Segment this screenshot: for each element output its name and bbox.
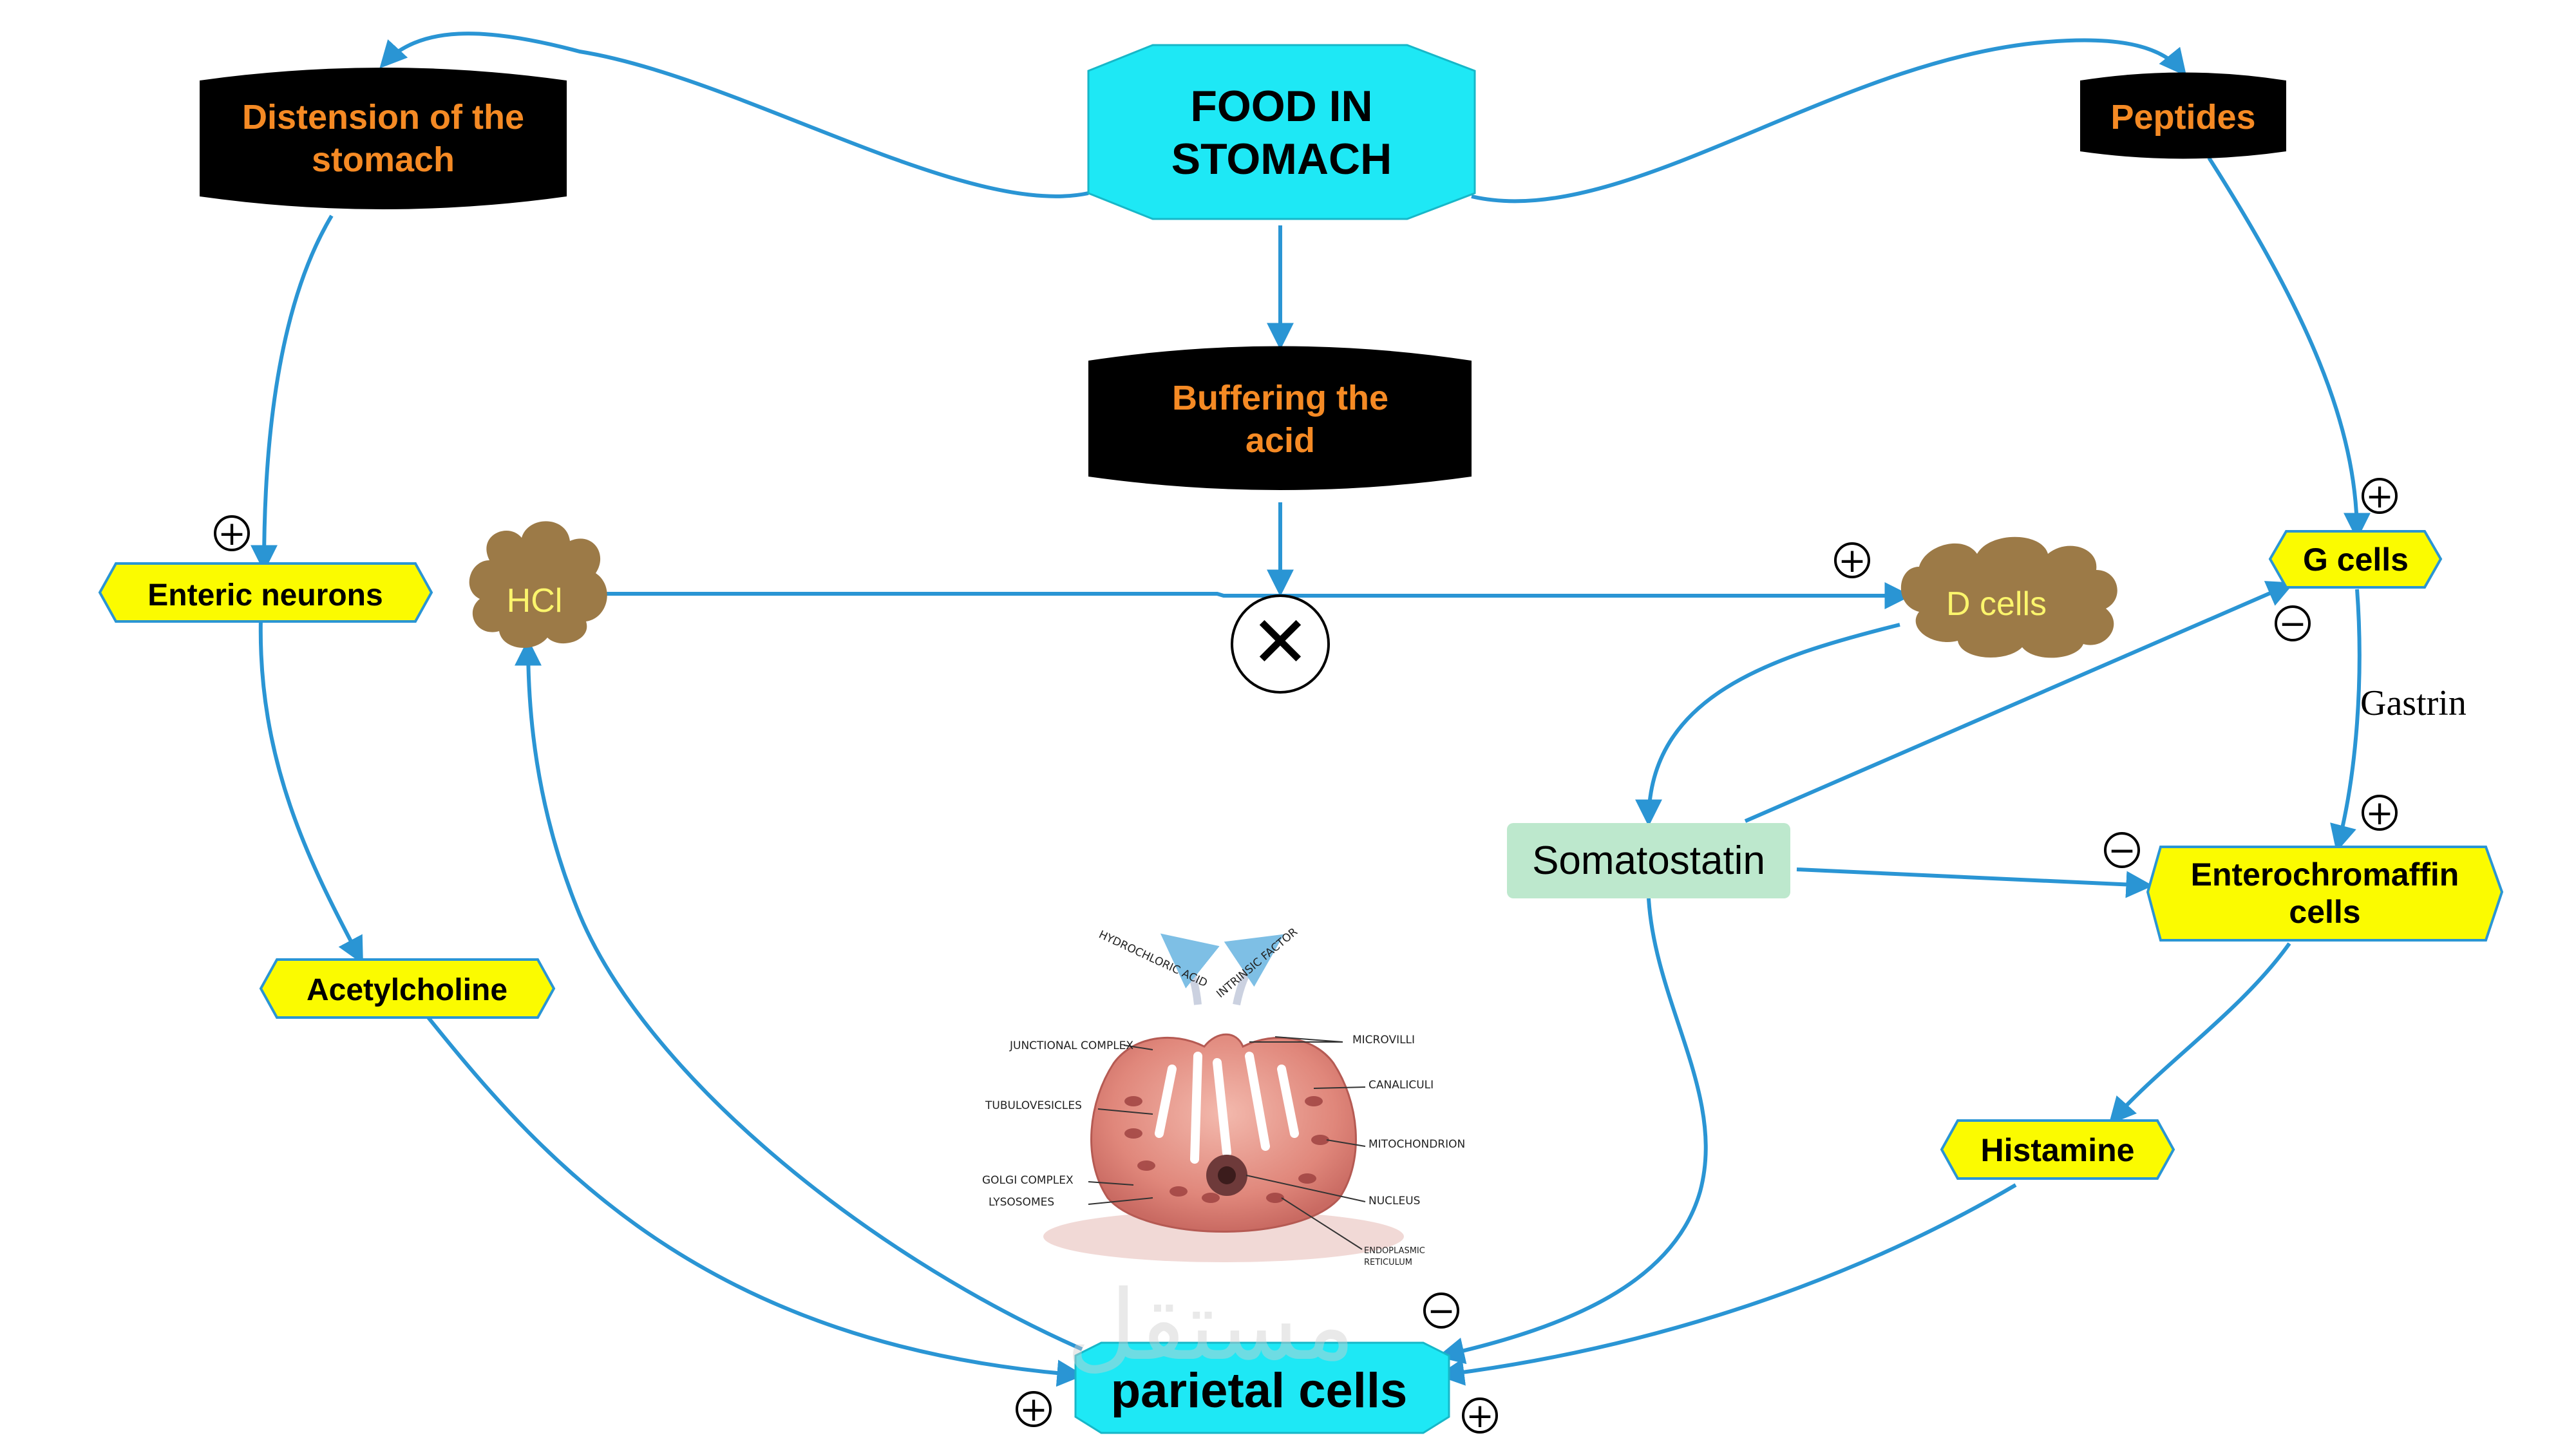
g-cells-node: G cells <box>2268 530 2443 589</box>
endoplasmic-reticulum-label-line2: RETICULUM <box>1364 1258 1412 1267</box>
canaliculi-label: CANALICULI <box>1368 1079 1434 1092</box>
d-cells-node: D cells <box>1900 536 2117 658</box>
arrow-acetylcholine-to-parietal <box>426 1016 1084 1387</box>
sign-plus-dcells: + <box>1834 542 1870 580</box>
plus-icon: + <box>1019 1390 1048 1429</box>
arrow-gcells-to-enterochromaffin <box>2330 589 2362 853</box>
sign-plus-parietal-right: + <box>1462 1397 1498 1435</box>
distension-label-line2: stomach <box>312 140 455 179</box>
histamine-node: Histamine <box>1940 1119 2175 1180</box>
endoplasmic-reticulum-label-line1: ENDOPLASMIC <box>1364 1246 1425 1256</box>
arrow-parietal-to-hcl <box>515 638 1083 1351</box>
sign-minus-gcells: − <box>2275 605 2311 643</box>
somatostatin-label: Somatostatin <box>1532 838 1765 883</box>
distension-node: Distension of the stomach <box>200 68 567 209</box>
arrow-histamine-to-parietal <box>1437 1183 2017 1386</box>
peptides-node: Peptides <box>2080 72 2286 159</box>
plus-icon: + <box>1466 1397 1494 1435</box>
histamine-label: Histamine <box>1981 1132 2135 1168</box>
arrow-food-to-peptides <box>1471 38 2187 204</box>
arrows <box>251 32 2371 1387</box>
microvilli-label: MICROVILLI <box>1352 1034 1415 1046</box>
arrow-food-to-distension <box>379 32 1089 198</box>
distension-label-line1: Distension of the <box>242 98 524 137</box>
gastrin-label: Gastrin <box>2360 683 2467 723</box>
sign-minus-enterochromaffin: − <box>2104 831 2140 870</box>
arrow-somatostatin-to-gcells <box>1744 581 2295 823</box>
arrow-somatostatin-to-parietal <box>1437 898 1708 1365</box>
sign-plus-gcells: + <box>2362 477 2398 516</box>
arrow-enterochromaffin-to-histamine <box>2108 942 2291 1125</box>
enterochromaffin-label-line2: cells <box>2289 894 2360 930</box>
peptides-label: Peptides <box>2110 98 2255 137</box>
nucleus-label: NUCLEUS <box>1368 1195 1420 1208</box>
parietal-cells-node: parietal cells <box>1074 1341 1450 1434</box>
arrow-distension-to-enteric <box>251 214 334 573</box>
parietal-cell-illustration: HYDROCHLORIC ACID INTRINSIC FACTOR JUNCT… <box>982 925 1465 1267</box>
acetylcholine-label: Acetylcholine <box>307 973 507 1007</box>
minus-icon: − <box>1427 1292 1455 1331</box>
hydrochloric-acid-label: HYDROCHLORIC ACID <box>1097 928 1209 990</box>
enteric-neurons-label: Enteric neurons <box>147 578 383 612</box>
plus-icon: + <box>1838 542 1866 580</box>
sign-plus-enterochromaffin: + <box>2362 794 2398 833</box>
food-label-line2: STOMACH <box>1171 135 1392 184</box>
sign-plus-parietal-left: + <box>1016 1390 1052 1429</box>
plus-icon: + <box>2365 477 2394 516</box>
enterochromaffin-node: Enterochromaffin cells <box>2146 846 2504 942</box>
plus-icon: + <box>218 515 246 553</box>
arrow-peptides-to-gcells <box>2207 156 2371 540</box>
hcl-label: HCl <box>507 582 563 620</box>
g-cells-label: G cells <box>2303 542 2409 578</box>
buffering-label-line1: Buffering the <box>1172 379 1388 417</box>
watermark-logo: مستقل <box>1066 1270 1356 1382</box>
lysosomes-label: LYSOSOMES <box>989 1196 1054 1209</box>
parietal-cells-label: parietal cells <box>1111 1363 1408 1418</box>
minus-icon: − <box>2108 831 2136 870</box>
food-in-stomach-node: FOOD IN STOMACH <box>1087 44 1476 220</box>
food-label-line1: FOOD IN <box>1190 82 1372 131</box>
arrow-somatostatin-to-enterochromaffin <box>1796 867 2154 898</box>
arrow-enteric-to-acetylcholine <box>258 618 363 965</box>
d-cells-label: D cells <box>1946 585 2047 623</box>
block-x-icon: ✕ <box>1251 601 1310 683</box>
hcl-node: HCl <box>469 521 607 649</box>
buffering-node: Buffering the acid <box>1088 346 1472 490</box>
buffering-label-line2: acid <box>1245 421 1315 460</box>
golgi-complex-label: GOLGI COMPLEX <box>982 1174 1074 1187</box>
arrow-hcl-to-dcells <box>602 582 1912 609</box>
sign-minus-parietal: − <box>1423 1292 1459 1331</box>
enteric-neurons-node: Enteric neurons <box>98 562 433 623</box>
tubulovesicles-label: TUBULOVESICLES <box>985 1099 1082 1112</box>
mitochondrion-label: MITOCHONDRION <box>1368 1138 1465 1151</box>
sign-plus-enteric: + <box>214 515 250 553</box>
acetylcholine-node: Acetylcholine <box>259 958 556 1019</box>
arrow-dcells-to-somatostatin <box>1635 623 1900 827</box>
intrinsic-factor-label: INTRINSIC FACTOR <box>1214 925 1300 1001</box>
plus-icon: + <box>2365 794 2394 833</box>
junctional-complex-label: JUNCTIONAL COMPLEX <box>1009 1039 1133 1052</box>
block-symbol: ✕ <box>1231 594 1330 694</box>
somatostatin-node: Somatostatin <box>1507 823 1790 898</box>
minus-icon: − <box>2278 605 2307 643</box>
enterochromaffin-label-line1: Enterochromaffin <box>2191 857 2459 893</box>
